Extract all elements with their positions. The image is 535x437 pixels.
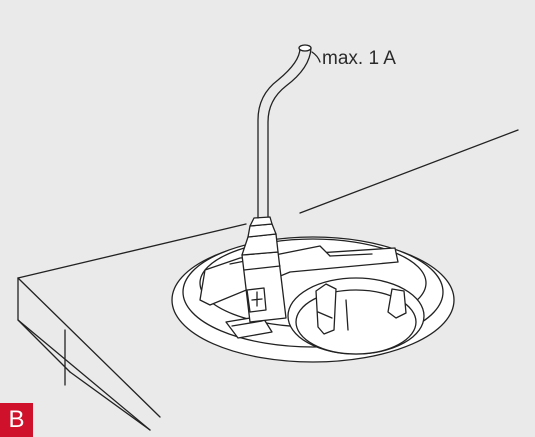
figure-badge: B <box>0 403 33 437</box>
current-limit-label: max. 1 A <box>322 48 396 69</box>
usb-plug <box>241 216 287 323</box>
callout-leader <box>311 51 321 63</box>
usb-cable <box>257 44 312 219</box>
desk-outline <box>17 129 519 431</box>
power-socket <box>287 277 425 355</box>
